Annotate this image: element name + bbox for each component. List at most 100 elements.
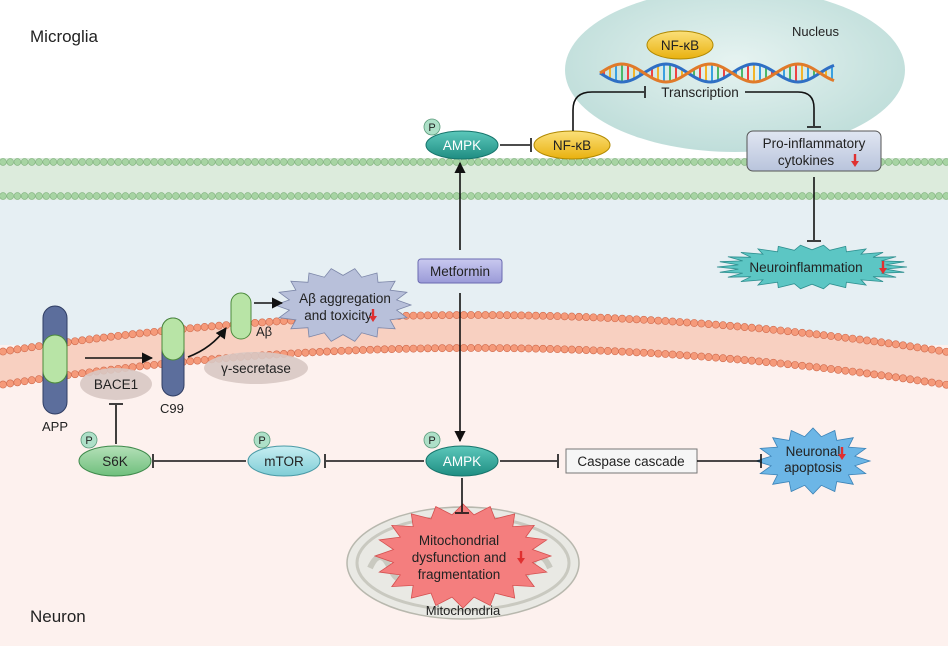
membrane-bead [49, 158, 58, 166]
membrane-bead [503, 158, 511, 166]
mito-line3: fragmentation [418, 567, 501, 582]
membrane-bead [6, 192, 14, 200]
membrane-bead [798, 328, 807, 337]
membrane-bead [639, 315, 648, 324]
membrane-bead [841, 333, 850, 342]
membrane-bead [553, 345, 562, 354]
membrane-bead [503, 344, 511, 353]
membrane-bead [805, 192, 814, 200]
nfkb-node: NF-κB [533, 130, 611, 160]
membrane-bead [258, 192, 266, 200]
membrane-bead [899, 374, 907, 383]
membrane-bead [870, 192, 878, 200]
membrane-bead [373, 158, 382, 166]
membrane-bead [251, 158, 259, 166]
membrane-bead [78, 158, 86, 166]
membrane-bead [560, 312, 569, 321]
membrane-bead [459, 311, 468, 319]
membrane-bead [28, 158, 36, 166]
membrane-bead [316, 158, 324, 166]
membrane-bead [128, 330, 137, 339]
membrane-bead [647, 349, 655, 358]
nfkb-nucleus-node [646, 30, 714, 60]
membrane-bead [661, 158, 670, 166]
membrane-bead [20, 158, 29, 166]
membrane-bead [337, 192, 346, 200]
membrane-bead [704, 353, 713, 361]
dna-icon [599, 62, 835, 84]
membrane-bead [683, 351, 691, 360]
phospho-label: P [85, 435, 92, 447]
membrane-bead [121, 331, 130, 339]
membrane-bead [899, 192, 907, 200]
membrane-bead [64, 158, 72, 166]
transcription-label: Transcription [661, 85, 739, 100]
membrane-bead [64, 192, 72, 200]
membrane-bead [316, 192, 324, 200]
membrane-bead [323, 192, 331, 200]
membrane-bead [35, 192, 43, 200]
membrane-bead [323, 158, 331, 166]
membrane-bead [452, 192, 461, 200]
membrane-bead [366, 192, 374, 200]
membrane-bead [193, 158, 202, 166]
membrane-bead [683, 318, 691, 327]
membrane-bead [769, 192, 778, 200]
membrane-bead [344, 346, 353, 355]
membrane-bead [56, 158, 65, 166]
membrane-bead [193, 192, 202, 200]
membrane-bead [640, 192, 648, 200]
membrane-bead [935, 346, 943, 355]
membrane-bead [395, 345, 403, 353]
membrane-bead [474, 158, 482, 166]
membrane-bead [438, 344, 447, 353]
membrane-bead [207, 322, 216, 331]
membrane-bead [524, 344, 533, 353]
membrane-bead [474, 344, 483, 352]
membrane-bead [539, 344, 547, 353]
membrane-bead [870, 337, 879, 346]
membrane-bead [323, 347, 331, 356]
membrane-bead [35, 375, 43, 384]
membrane-bead [582, 192, 590, 200]
membrane-bead [380, 192, 389, 200]
neuroinflammation-node: Neuroinflammation [716, 244, 908, 290]
membrane-bead [467, 158, 475, 166]
membrane-bead [913, 192, 922, 200]
membrane-bead [208, 192, 216, 200]
cytokines-node: Pro-inflammatory cytokines [746, 130, 882, 172]
membrane-bead [762, 358, 771, 366]
app-label: APP [42, 419, 68, 434]
membrane-bead [661, 317, 670, 325]
membrane-bead [366, 345, 375, 354]
bace1-label: BACE1 [94, 377, 138, 392]
ampk-top-label: AMPK [443, 138, 481, 153]
membrane-bead [481, 158, 490, 166]
microglia-label: Microglia [30, 27, 99, 46]
membrane-bead [942, 347, 948, 356]
membrane-bead [208, 158, 216, 166]
membrane-bead [337, 158, 346, 166]
membrane-bead [445, 311, 454, 319]
membrane-bead [481, 192, 490, 200]
membrane-bead [272, 317, 281, 326]
membrane-bead [503, 192, 511, 200]
membrane-bead [308, 158, 317, 166]
abeta-peptide [230, 292, 252, 340]
membrane-bead [503, 311, 511, 320]
membrane-bead [13, 378, 22, 387]
membrane-bead [107, 158, 115, 166]
membrane-bead [409, 311, 418, 320]
membrane-bead [280, 158, 288, 166]
membrane-bead [589, 192, 598, 200]
membrane-bead [726, 158, 734, 166]
membrane-bead [0, 380, 7, 389]
membrane-bead [186, 192, 194, 200]
membrane-bead [416, 192, 425, 200]
membrane-bead [200, 192, 209, 200]
membrane-bead [6, 158, 14, 166]
membrane-bead [575, 158, 583, 166]
membrane-bead [344, 192, 353, 200]
membrane-bead [35, 342, 43, 351]
